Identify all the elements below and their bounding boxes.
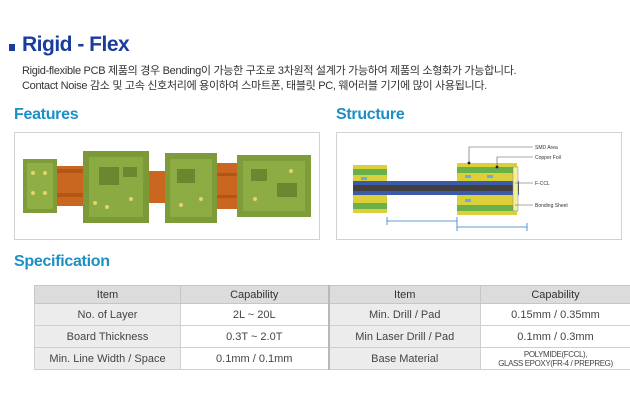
intro-text: Rigid-flexible PCB 제품의 경우 Bending이 가능한 구… — [22, 64, 517, 94]
features-image — [14, 132, 320, 240]
spec-header-row: Item Capability Item Capability — [34, 285, 630, 304]
row-value: 0.1mm / 0.3mm — [480, 325, 630, 348]
intro-line-2: Contact Noise 감소 및 고속 신호처리에 용이하여 스마트폰, 태… — [22, 80, 487, 92]
row-value: 2L ~ 20L — [180, 303, 329, 326]
label-fccl: F-CCL — [535, 181, 550, 187]
table-row: No. of Layer 2L ~ 20L Min. Drill / Pad 0… — [34, 303, 630, 326]
row-label: Min Laser Drill / Pad — [327, 325, 481, 348]
page-title: Rigid - Flex — [22, 33, 130, 56]
base-material-line-1: POLYMIDE(FCCL), — [523, 349, 588, 359]
title-bullet — [9, 44, 15, 51]
base-material-line-2: GLASS EPOXY(FR-4 / PREPREG) — [498, 358, 613, 368]
row-label: Base Material — [327, 347, 481, 370]
row-label: Min. Drill / Pad — [327, 303, 481, 326]
table-row: Min. Line Width / Space 0.1mm / 0.1mm Ba… — [34, 347, 630, 370]
spec-table: Item Capability Item Capability No. of L… — [34, 285, 630, 370]
row-value-multiline: POLYMIDE(FCCL), GLASS EPOXY(FR-4 / PREPR… — [480, 347, 630, 370]
structure-diagram: SMD Area Copper Foil F-CCL Bonding Sheet — [336, 132, 622, 240]
row-label: Min. Line Width / Space — [34, 347, 181, 370]
header-capability-1: Capability — [180, 285, 329, 304]
stackup-diagram: SMD Area Copper Foil F-CCL Bonding Sheet — [353, 145, 568, 231]
row-label: No. of Layer — [34, 303, 181, 326]
structure-heading: Structure — [336, 106, 405, 123]
intro-line-1: Rigid-flexible PCB 제품의 경우 Bending이 가능한 구… — [22, 65, 517, 77]
row-value: 0.1mm / 0.1mm — [180, 347, 329, 370]
label-smd-area: SMD Area — [535, 145, 558, 151]
label-bonding-sheet: Bonding Sheet — [535, 203, 568, 209]
header-capability-2: Capability — [480, 285, 630, 304]
table-row: Board Thickness 0.3T ~ 2.0T Min Laser Dr… — [34, 325, 630, 348]
row-label: Board Thickness — [34, 325, 181, 348]
header-item-1: Item — [34, 285, 181, 304]
row-value: 0.15mm / 0.35mm — [480, 303, 630, 326]
features-heading: Features — [14, 106, 79, 123]
header-item-2: Item — [327, 285, 481, 304]
row-value: 0.3T ~ 2.0T — [180, 325, 329, 348]
specification-heading: Specification — [14, 253, 110, 270]
rigid-flex-pcb-illustration — [23, 151, 311, 223]
label-copper-foil: Copper Foil — [535, 155, 561, 161]
